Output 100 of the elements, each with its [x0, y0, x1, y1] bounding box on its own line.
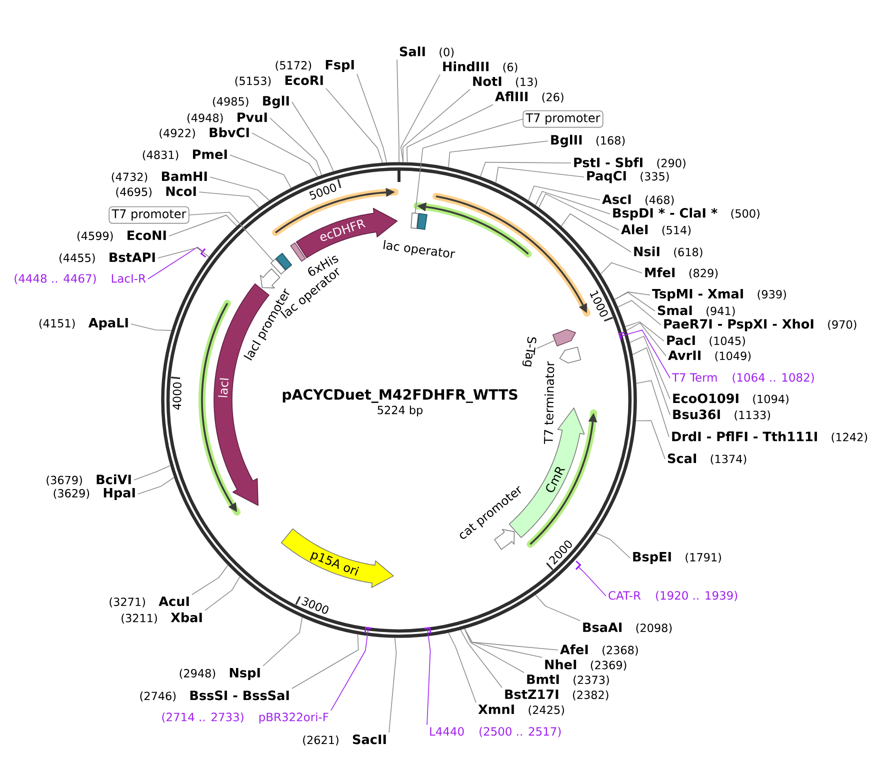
feature-box	[270, 258, 286, 274]
site-label: AleI (514)	[621, 224, 691, 236]
tick-label: 3000	[302, 597, 328, 614]
leader-line	[614, 292, 656, 312]
leader-line	[426, 628, 431, 726]
site-label: DrdI - PflFI - Tth111I (1242)	[672, 431, 868, 443]
site-label: AfeI (2368)	[560, 644, 638, 656]
leader-line	[480, 162, 572, 177]
leader-line	[620, 330, 670, 378]
site-label: BglII (168)	[551, 134, 625, 148]
primer-label: CAT-R (1920 .. 1939)	[608, 590, 738, 602]
primer-mark	[424, 627, 432, 634]
leader-line	[230, 154, 292, 188]
site-label: (2746) BssSI - BssSaI	[140, 690, 289, 702]
leader-line	[414, 118, 524, 214]
leader-line	[130, 324, 172, 331]
leader-line	[448, 632, 476, 703]
leader-line	[495, 166, 584, 183]
primer-label: (2714 .. 2733) pBR322ori-F	[162, 712, 328, 724]
site-label: (4922) BbvCI	[160, 127, 249, 139]
leader-line	[356, 74, 387, 163]
site-label: (3211) XbaI	[122, 612, 202, 624]
leader-line	[406, 104, 494, 163]
site-label: BspDI * - ClaI * (500)	[613, 208, 760, 220]
leader-line	[262, 617, 303, 666]
site-label: (4732) BamHI	[112, 172, 207, 182]
leader-line	[630, 336, 670, 400]
site-label: PacI (1045)	[667, 336, 745, 346]
site-label: SmaI (941)	[658, 306, 735, 316]
leader-line	[292, 102, 334, 172]
site-label: NheI (2369)	[545, 659, 626, 671]
primer-mark	[364, 626, 372, 634]
site-label: TspMI - XmaI (939)	[652, 289, 786, 301]
leader-line	[535, 191, 610, 214]
feature-symbol	[552, 329, 576, 346]
leader-line	[618, 300, 662, 326]
site-label: (5172) FspI	[276, 60, 354, 72]
site-label: AflIII (26)	[495, 91, 564, 103]
site-label: EcoO109I (1094)	[673, 394, 788, 404]
site-label: PstI - SbfI (290)	[574, 157, 686, 169]
site-label: (3629) HpaI	[54, 488, 135, 500]
site-label: PaqCI (335)	[587, 170, 669, 184]
primer-label: T7 Term (1064 .. 1082)	[672, 372, 814, 384]
primer-label: L4440 (2500 .. 2517)	[430, 726, 561, 738]
tick-label: 5000	[309, 184, 336, 200]
leader-line	[168, 214, 238, 236]
leader-line	[578, 566, 606, 596]
site-label: (3271) AcuI	[110, 596, 189, 608]
site-label: (3679) BciVI	[46, 474, 131, 486]
primer-mark	[618, 332, 625, 340]
leader-line	[204, 576, 240, 611]
leader-line	[330, 628, 369, 711]
leader-line	[600, 262, 642, 274]
site-label: (2621) SacII	[303, 734, 386, 746]
leader-line	[270, 118, 322, 176]
leader-line	[460, 630, 502, 688]
leader-line	[528, 186, 600, 201]
site-label: (5153) EcoRI	[235, 76, 323, 86]
leader-line	[188, 212, 274, 262]
leader-line	[388, 638, 397, 733]
leader-line	[632, 347, 670, 416]
feature-box	[410, 212, 419, 229]
site-label: XmnI (2425)	[478, 704, 564, 716]
leader-line	[448, 140, 548, 168]
leader-line	[636, 380, 670, 438]
primer-mark	[576, 560, 582, 570]
leader-line	[560, 213, 632, 252]
leader-line	[396, 59, 400, 162]
site-label: (4151) ApaLI	[39, 318, 128, 330]
leader-line	[292, 634, 359, 689]
site-label: (4831) PmeI	[142, 150, 227, 160]
site-label: ScaI (1374)	[668, 454, 746, 464]
site-label: (4948) PvuI	[187, 112, 267, 124]
leader-line	[148, 246, 204, 280]
leader-line	[626, 322, 666, 356]
site-label: MfeI (829)	[645, 267, 718, 279]
tick-label: 1000	[590, 290, 608, 317]
site-label: BstZ17I (2382)	[505, 690, 608, 700]
leader-line	[596, 532, 630, 558]
leader-line	[134, 465, 171, 480]
site-label: PaeR7I - PspXI - XhoI (970)	[664, 318, 856, 332]
leader-line	[192, 564, 228, 595]
length-label: 5224 bp	[378, 406, 423, 416]
site-label: (4599) EcoNI	[77, 230, 166, 242]
primer-mark	[200, 248, 206, 258]
site-label: HindIII (6)	[443, 61, 518, 73]
leader-line	[402, 89, 470, 162]
feature-label: S-Tag	[522, 336, 536, 367]
site-label: SalI (0)	[400, 46, 454, 58]
leader-line	[138, 477, 174, 494]
leader-line	[624, 321, 664, 342]
leader-line	[198, 192, 260, 208]
site-label: AscI (468)	[602, 194, 674, 206]
site-label: NotI (13)	[473, 76, 538, 88]
map-title: pACYCDuet_M42FDHFR_WTTS	[282, 389, 518, 403]
feature-block: p15A ori	[280, 528, 394, 588]
leader-line	[252, 132, 318, 177]
label-box: T7 promoter	[522, 110, 604, 128]
leader-line	[158, 247, 210, 258]
leader-line	[536, 340, 556, 349]
